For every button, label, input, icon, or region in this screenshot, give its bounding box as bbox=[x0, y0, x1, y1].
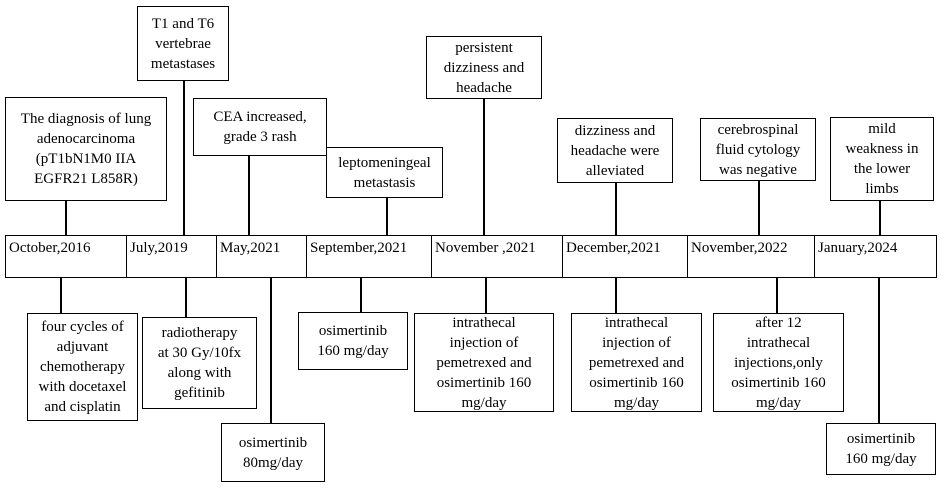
treatment-text: and cisplatin bbox=[44, 399, 121, 415]
event-text: alleviated bbox=[585, 162, 645, 179]
connector-line bbox=[615, 278, 617, 314]
treatment-text: osimertinib 160 bbox=[589, 374, 684, 391]
treatment-text: osimertinib bbox=[318, 323, 388, 339]
connector-line bbox=[248, 155, 250, 235]
event-text: metastasis bbox=[353, 174, 416, 191]
event-text: mild bbox=[868, 121, 896, 137]
treatment-text: mg/day bbox=[461, 394, 507, 411]
treatment-text: intrathecal bbox=[452, 314, 516, 331]
event-text: the lower bbox=[853, 161, 911, 177]
treatment-box-osimertinib-80: osimertinib 80mg/day bbox=[221, 423, 325, 482]
event-text: headache were bbox=[570, 142, 660, 159]
treatment-text: injection of bbox=[602, 334, 671, 351]
connector-line bbox=[386, 197, 388, 235]
event-box-cea-increased: CEA increased, grade 3 rash bbox=[193, 98, 327, 156]
treatment-text: osimertinib bbox=[846, 431, 916, 447]
treatment-text: 160 mg/day bbox=[317, 343, 389, 359]
treatment-text: intrathecal bbox=[604, 314, 669, 331]
event-text: adenocarcinoma bbox=[36, 131, 136, 147]
event-text: T1 and T6 bbox=[151, 15, 215, 32]
event-box-csf-cytology: cerebrospinal fluid cytology was negativ… bbox=[700, 118, 816, 181]
treatment-box-radiotherapy: radiotherapy at 30 Gy/10fx along with ge… bbox=[142, 317, 257, 409]
connector-line bbox=[615, 182, 617, 235]
timeline-date: November,2022 bbox=[688, 236, 815, 277]
event-text: persistent bbox=[455, 39, 513, 56]
treatment-text: 80mg/day bbox=[243, 454, 303, 471]
treatment-box-osimertinib-160-2024: osimertinib 160 mg/day bbox=[826, 423, 936, 475]
event-text: limbs bbox=[865, 181, 899, 197]
event-box-diagnosis: The diagnosis of lung adenocarcinoma (pT… bbox=[5, 97, 167, 201]
treatment-text: after 12 bbox=[755, 314, 802, 331]
treatment-text: osimertinib 160 bbox=[731, 374, 826, 391]
event-text: (pT1bN1M0 IIA bbox=[35, 151, 137, 167]
connector-line bbox=[360, 278, 362, 313]
event-text: dizziness and bbox=[443, 59, 525, 76]
connector-line bbox=[65, 200, 67, 235]
treatment-text: radiotherapy bbox=[161, 325, 238, 341]
event-box-lower-limb-weakness: mild weakness in the lower limbs bbox=[830, 117, 934, 201]
treatment-text: osimertinib 160 bbox=[436, 374, 532, 391]
treatment-text: intrathecal bbox=[746, 334, 811, 351]
connector-line bbox=[758, 180, 760, 235]
connector-line bbox=[879, 200, 881, 235]
connector-line bbox=[270, 278, 272, 424]
event-text: weakness in bbox=[845, 141, 919, 157]
event-box-dizziness-alleviated: dizziness and headache were alleviated bbox=[557, 118, 673, 183]
treatment-box-after-12-injections: after 12 intrathecal injections,only osi… bbox=[713, 313, 844, 412]
connector-line bbox=[183, 80, 185, 235]
treatment-text: mg/day bbox=[614, 394, 659, 411]
event-text: EGFR21 L858R) bbox=[34, 171, 138, 187]
timeline-bar: October,2016 July,2019 May,2021 Septembe… bbox=[5, 235, 937, 278]
treatment-text: mg/day bbox=[756, 394, 801, 411]
treatment-text: gefitinib bbox=[174, 385, 225, 401]
event-box-leptomeningeal-metastasis: leptomeningeal metastasis bbox=[326, 147, 443, 198]
event-text: was negative bbox=[719, 161, 797, 178]
event-text: grade 3 rash bbox=[223, 129, 297, 145]
connector-line bbox=[185, 278, 187, 318]
timeline-date: September,2021 bbox=[307, 236, 432, 277]
treatment-box-intrathecal-pemetrexed-1: intrathecal injection of pemetrexed and … bbox=[414, 313, 554, 412]
event-text: leptomeningeal bbox=[338, 154, 431, 171]
connector-line bbox=[485, 278, 487, 314]
treatment-text: adjuvant bbox=[56, 339, 109, 355]
timeline-date: October,2016 bbox=[6, 236, 127, 277]
event-text: metastases bbox=[150, 55, 216, 72]
treatment-text: with docetaxel bbox=[38, 379, 127, 395]
timeline-date: May,2021 bbox=[217, 236, 307, 277]
timeline-date: January,2024 bbox=[818, 240, 898, 256]
event-text: cerebrospinal bbox=[717, 121, 799, 138]
treatment-box-chemotherapy: four cycles of adjuvant chemotherapy wit… bbox=[27, 313, 138, 421]
treatment-box-osimertinib-160: osimertinib 160 mg/day bbox=[298, 312, 408, 370]
timeline-date: November ,2021 bbox=[432, 236, 563, 277]
treatment-text: 160 mg/day bbox=[845, 451, 917, 467]
event-box-persistent-dizziness: persistent dizziness and headache bbox=[426, 36, 542, 99]
treatment-text: along with bbox=[167, 365, 232, 381]
treatment-text: injections,only bbox=[734, 354, 823, 371]
treatment-text: chemotherapy bbox=[40, 359, 125, 375]
treatment-text: pemetrexed and bbox=[588, 354, 685, 371]
timeline-date: December,2021 bbox=[563, 236, 688, 277]
event-box-vertebrae-metastases: T1 and T6 vertebrae metastases bbox=[137, 6, 229, 81]
timeline-date: July,2019 bbox=[127, 236, 217, 277]
event-text: vertebrae bbox=[155, 35, 211, 52]
treatment-text: osimertinib bbox=[238, 434, 308, 451]
event-text: dizziness and bbox=[574, 122, 656, 139]
event-text: fluid cytology bbox=[715, 141, 801, 158]
treatment-box-intrathecal-pemetrexed-2: intrathecal injection of pemetrexed and … bbox=[571, 313, 702, 412]
connector-line bbox=[483, 98, 485, 235]
event-text: The diagnosis of lung bbox=[20, 111, 152, 127]
connector-line bbox=[776, 278, 778, 314]
connector-line bbox=[878, 278, 880, 424]
event-text: headache bbox=[456, 79, 512, 96]
treatment-text: injection of bbox=[449, 334, 519, 351]
connector-line bbox=[60, 278, 62, 314]
treatment-text: four cycles of bbox=[41, 319, 124, 335]
treatment-text: pemetrexed and bbox=[436, 354, 532, 371]
event-text: CEA increased, bbox=[213, 109, 307, 125]
treatment-text: at 30 Gy/10fx bbox=[157, 345, 242, 361]
